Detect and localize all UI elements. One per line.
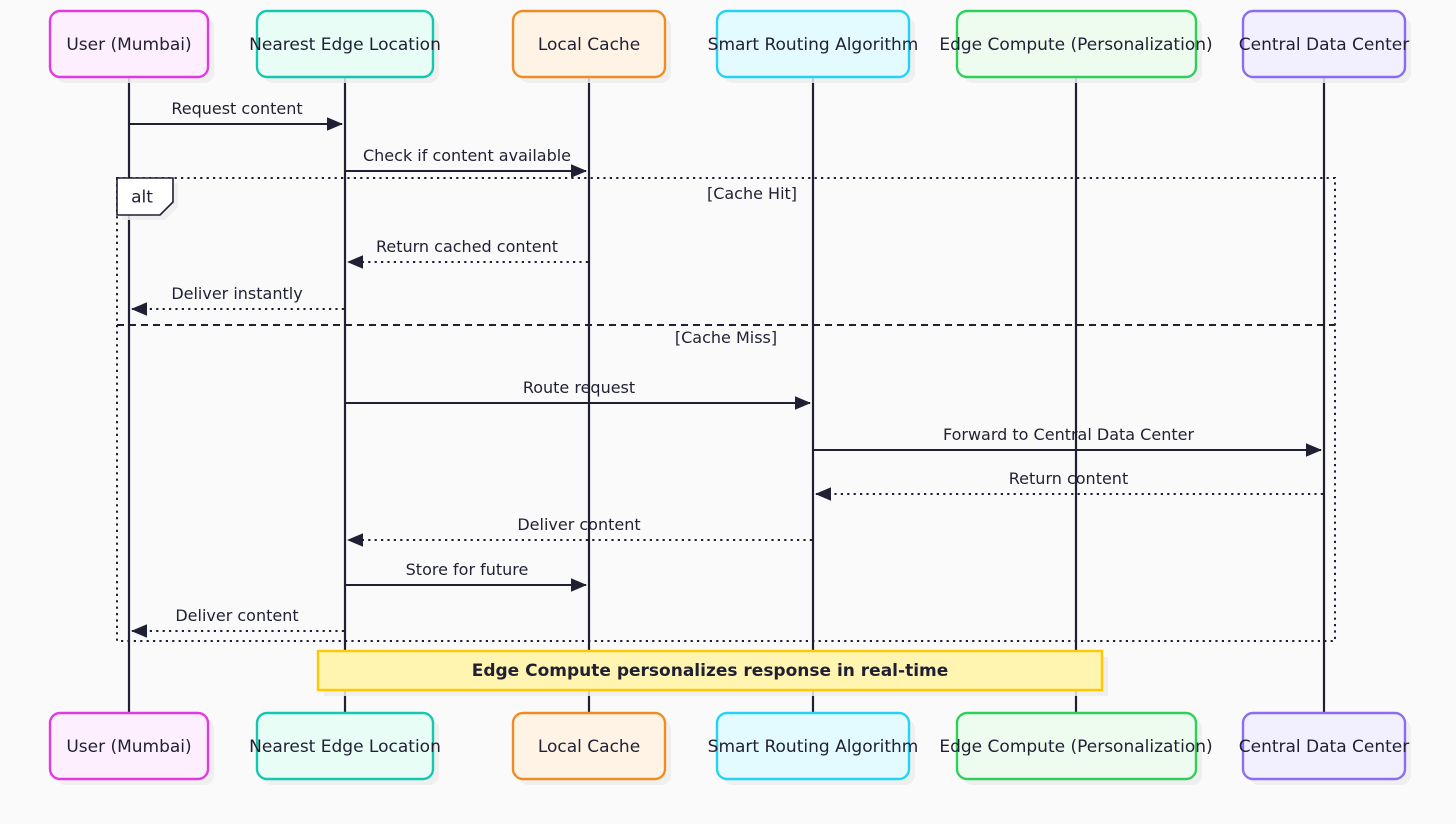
alt-block-frame bbox=[116, 177, 1336, 642]
participant-label-edge-bottom: Nearest Edge Location bbox=[249, 737, 441, 757]
message-label-m10: Deliver content bbox=[175, 606, 298, 625]
message-label-m5: Route request bbox=[523, 378, 635, 397]
message-label-m2: Check if content available bbox=[363, 146, 571, 165]
participant-label-user-top: User (Mumbai) bbox=[66, 35, 191, 55]
message-label-m9: Store for future bbox=[406, 560, 529, 579]
alt-keyword-tag bbox=[116, 177, 174, 216]
alt-condition-label-0: [Cache Hit] bbox=[707, 184, 797, 203]
participant-label-compute-bottom: Edge Compute (Personalization) bbox=[939, 737, 1212, 757]
alt-keyword-label: alt bbox=[131, 188, 153, 208]
participant-label-cache-top: Local Cache bbox=[538, 35, 640, 55]
alt-condition-label-1: [Cache Miss] bbox=[675, 328, 777, 347]
participant-label-compute-top: Edge Compute (Personalization) bbox=[939, 35, 1212, 55]
lifelines-layer bbox=[127, 77, 1326, 713]
message-label-m8: Deliver content bbox=[517, 515, 640, 534]
participant-box-edge-top[interactable] bbox=[255, 9, 435, 79]
participant-box-center-bottom[interactable] bbox=[1241, 711, 1407, 781]
message-label-m7: Return content bbox=[1009, 469, 1128, 488]
participant-label-edge-top: Nearest Edge Location bbox=[249, 35, 441, 55]
note-layer: Edge Compute personalizes response in re… bbox=[316, 649, 1108, 696]
participant-box-compute-bottom[interactable] bbox=[955, 711, 1198, 781]
message-label-m6: Forward to Central Data Center bbox=[943, 425, 1194, 444]
participant-label-routing-bottom: Smart Routing Algorithm bbox=[708, 737, 919, 757]
participant-box-center-top[interactable] bbox=[1241, 9, 1407, 79]
message-label-m4: Deliver instantly bbox=[171, 284, 302, 303]
message-label-m3: Return cached content bbox=[376, 237, 558, 256]
participant-box-compute-top[interactable] bbox=[955, 9, 1198, 79]
participant-label-center-top: Central Data Center bbox=[1239, 35, 1410, 55]
participant-label-cache-bottom: Local Cache bbox=[538, 737, 640, 757]
participant-box-cache-top[interactable] bbox=[511, 9, 667, 79]
participant-label-user-bottom: User (Mumbai) bbox=[66, 737, 191, 757]
note-text: Edge Compute personalizes response in re… bbox=[472, 661, 949, 681]
participant-label-routing-top: Smart Routing Algorithm bbox=[708, 35, 919, 55]
participant-box-edge-bottom[interactable] bbox=[255, 711, 435, 781]
note-box bbox=[316, 649, 1104, 692]
participant-box-cache-bottom[interactable] bbox=[511, 711, 667, 781]
participant-box-routing-bottom[interactable] bbox=[715, 711, 911, 781]
participant-label-center-bottom: Central Data Center bbox=[1239, 737, 1410, 757]
participant-box-routing-top[interactable] bbox=[715, 9, 911, 79]
participant-box-user-bottom[interactable] bbox=[48, 711, 210, 781]
alt-frame-layer: alt [Cache Hit] [Cache Miss] bbox=[116, 177, 1336, 642]
participant-box-user-top[interactable] bbox=[48, 9, 210, 79]
message-label-m1: Request content bbox=[171, 99, 302, 118]
